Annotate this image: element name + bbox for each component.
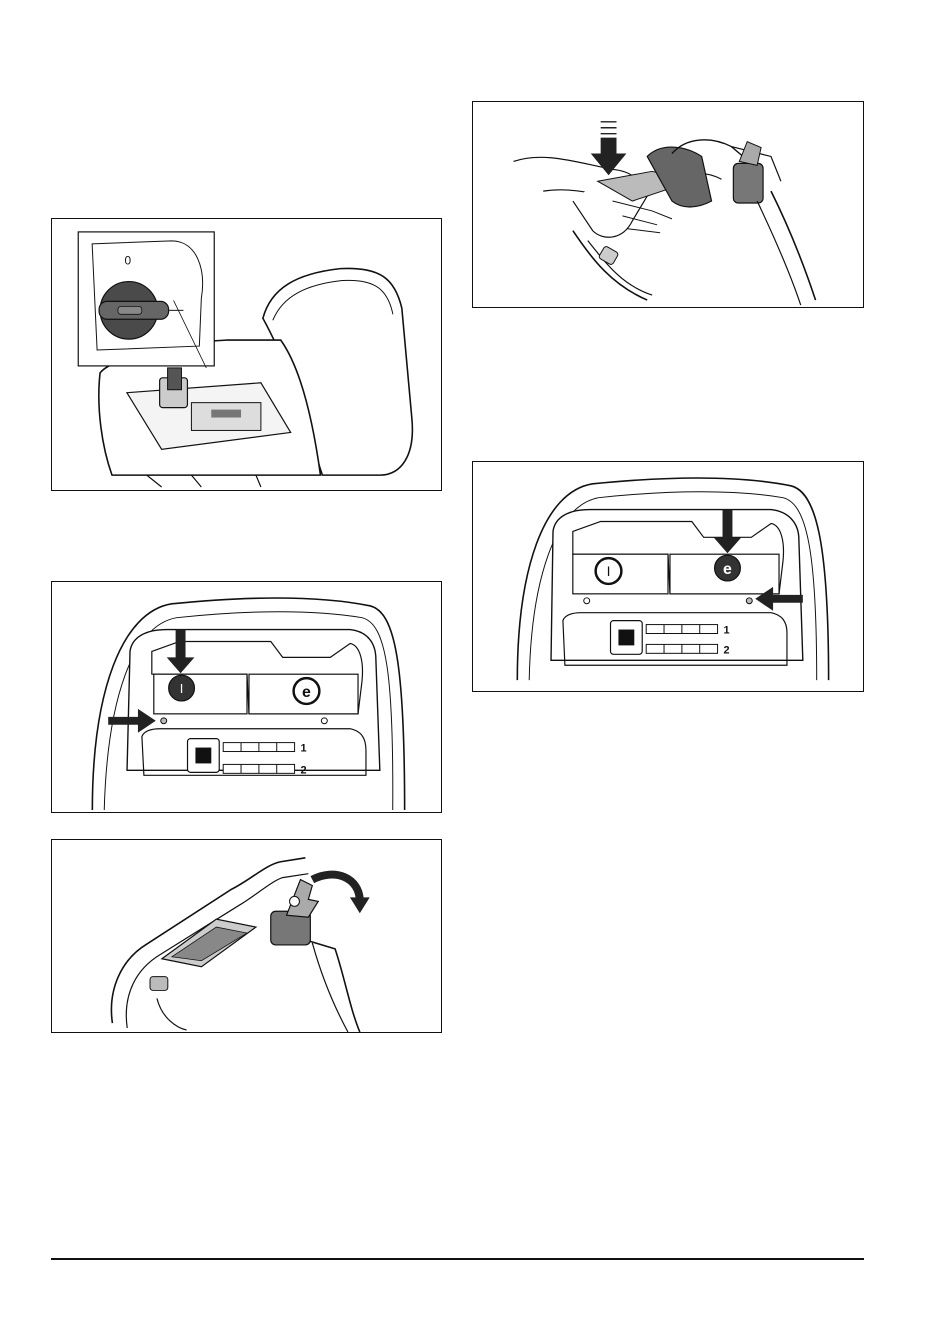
battery-label-2: 2 — [301, 764, 307, 776]
figure-hands-press — [472, 101, 864, 308]
figure-handle-lever — [51, 839, 442, 1033]
key-position-symbol: 0 — [125, 254, 132, 268]
figure-panel-eco: I e 1 2 — [472, 461, 864, 692]
handle-lever-illustration — [52, 840, 441, 1032]
battery-indicator-1 — [223, 743, 294, 752]
hands-press-illustration — [473, 102, 863, 307]
safety-key-illustration: 0 — [52, 219, 441, 490]
on-button-symbol: I — [180, 681, 184, 696]
figure-safety-key: 0 — [51, 218, 442, 491]
led-left — [584, 598, 590, 604]
battery-label-1: 1 — [724, 625, 730, 637]
figure-panel-start: I e 1 2 — [51, 581, 442, 813]
control-panel-illustration: I e 1 2 — [52, 582, 441, 812]
arrow-down-icon — [591, 122, 627, 175]
on-button-symbol: I — [607, 563, 611, 579]
battery-indicator-1 — [646, 625, 717, 634]
rotate-arrow-icon — [312, 875, 360, 902]
eco-button-symbol: e — [723, 561, 732, 578]
battery-label-1: 1 — [301, 743, 307, 755]
footer-rule — [51, 1258, 864, 1260]
battery-indicator-2 — [646, 644, 717, 653]
led-right — [321, 718, 327, 724]
control-panel-illustration: I e 1 2 — [473, 462, 863, 691]
battery-indicator-2 — [223, 764, 294, 773]
led-left — [161, 718, 167, 724]
led-right — [746, 598, 752, 604]
battery-label-2: 2 — [724, 644, 730, 656]
eco-button-symbol: e — [302, 684, 311, 701]
